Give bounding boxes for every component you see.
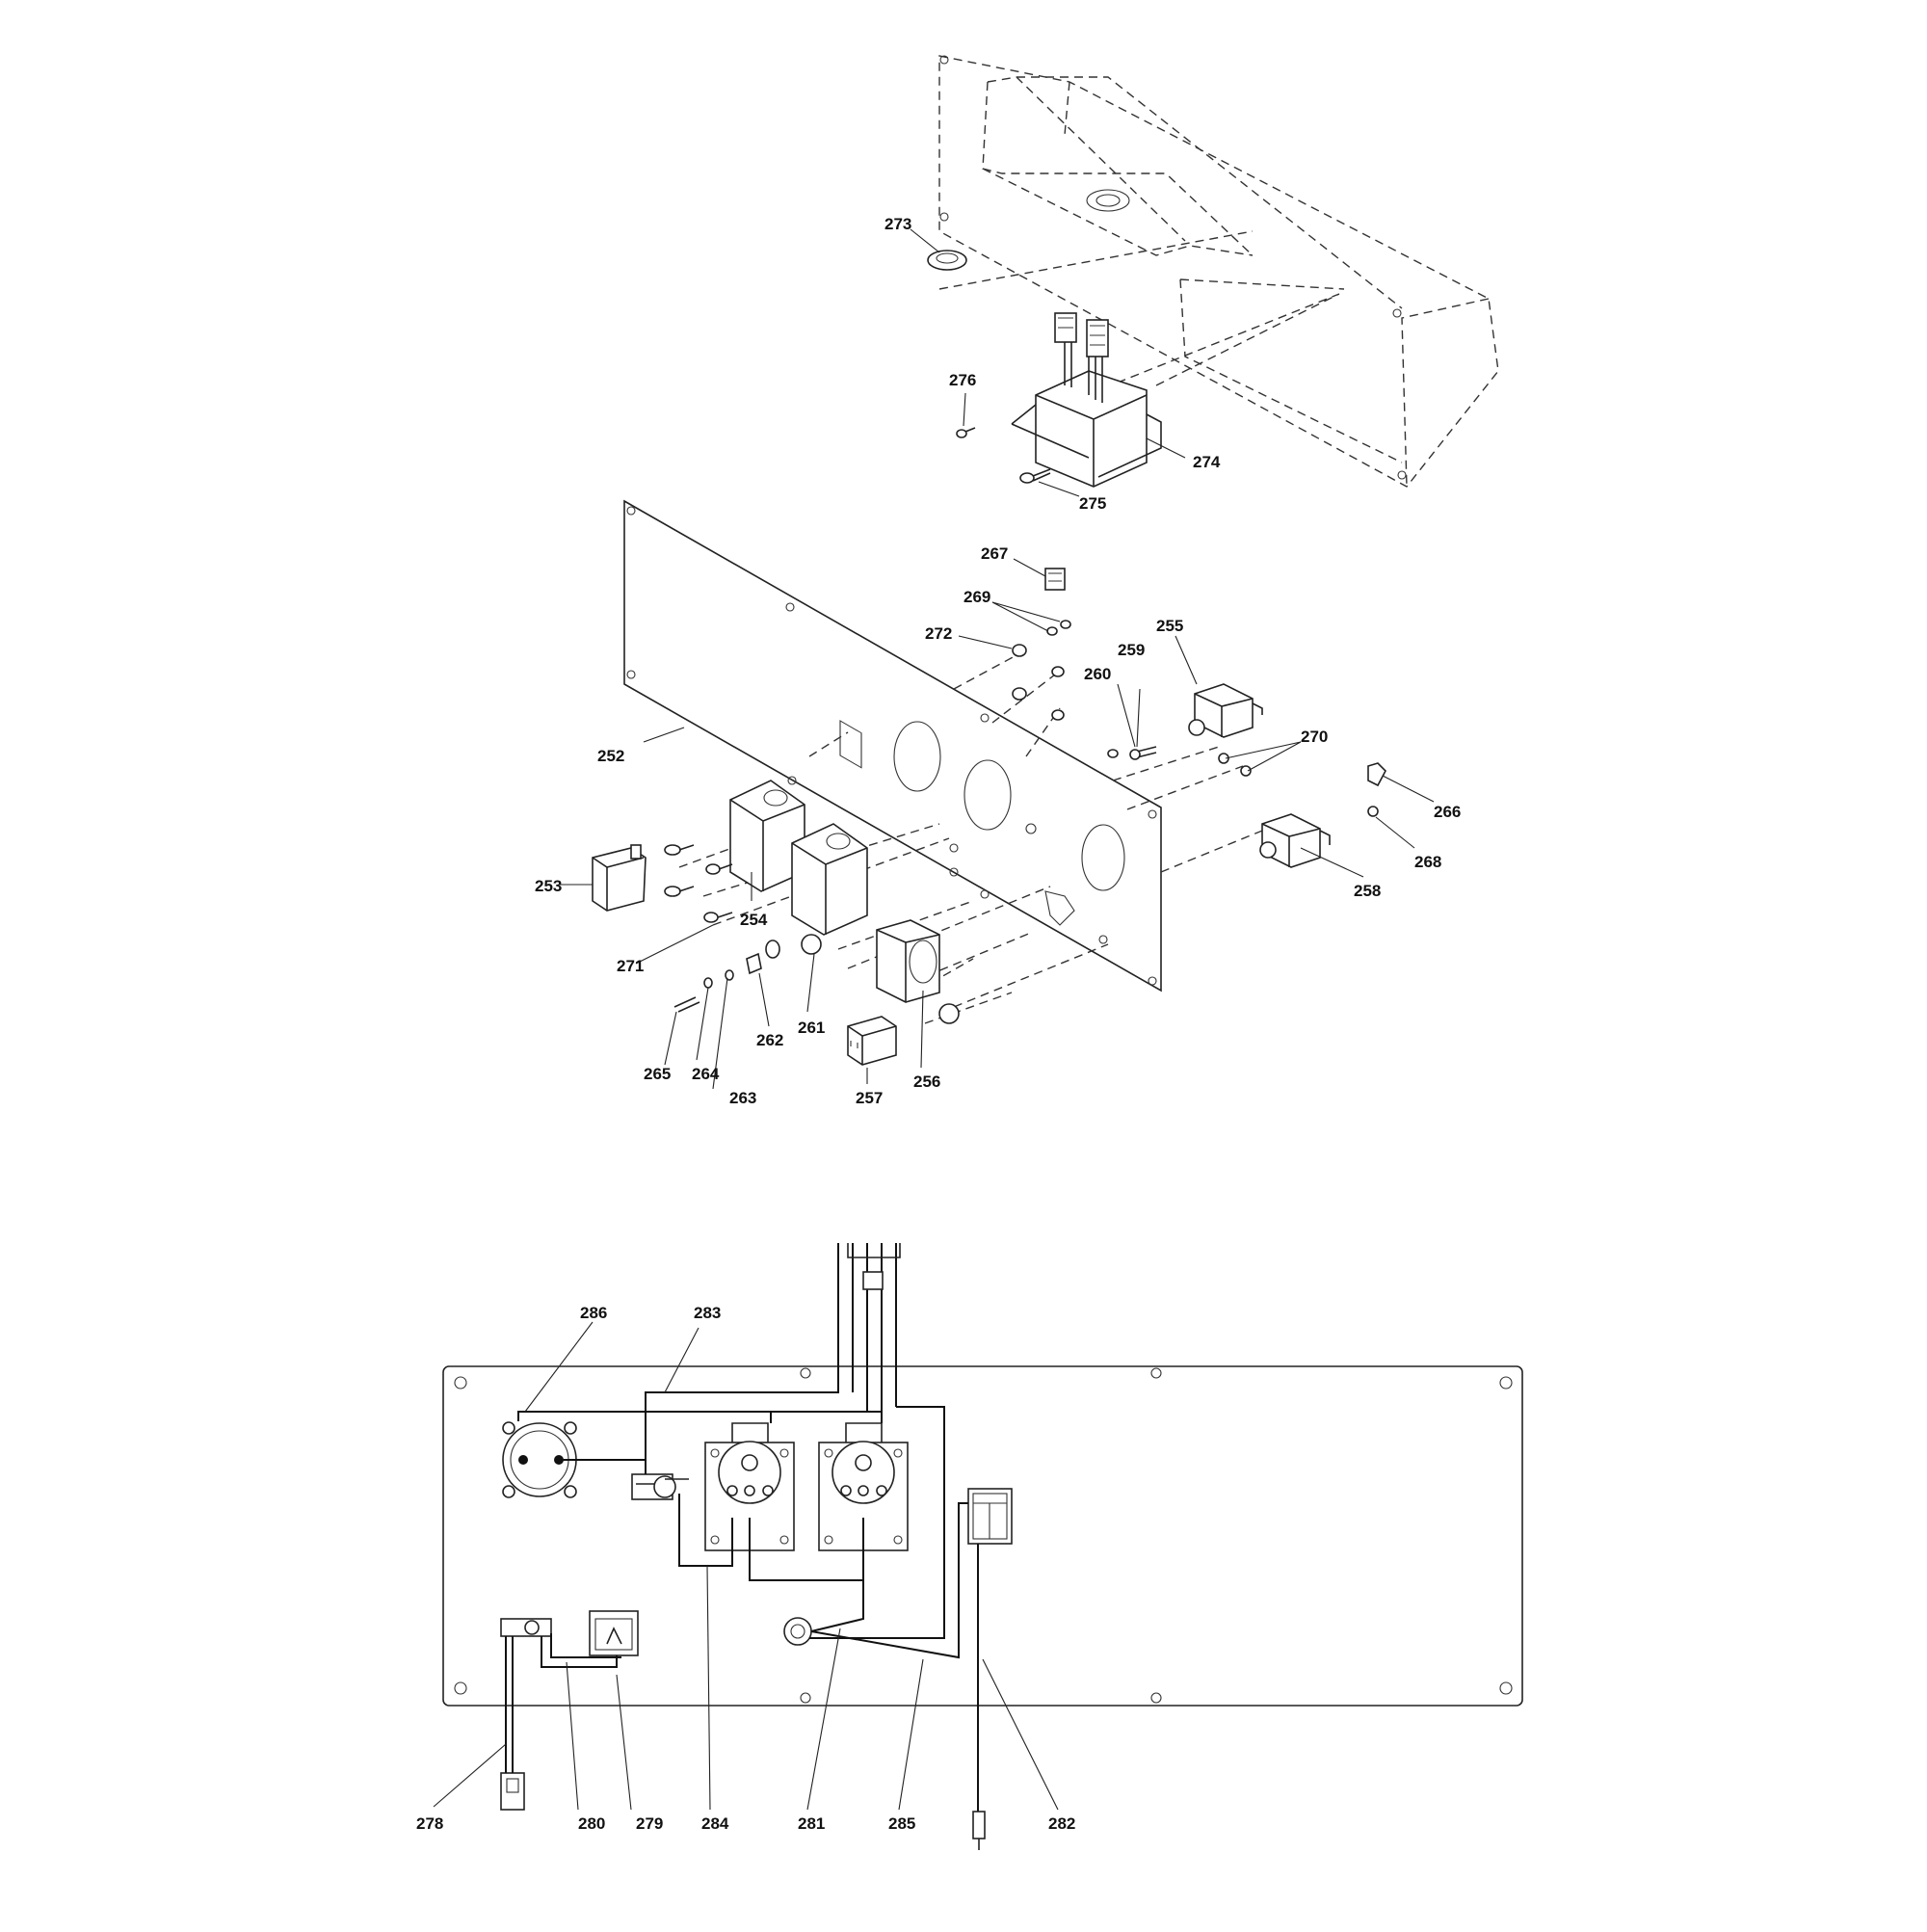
callout-270: 270 <box>1301 728 1328 746</box>
callout-260: 260 <box>1084 665 1111 683</box>
callout-265: 265 <box>644 1065 671 1083</box>
callout-279: 279 <box>636 1814 663 1833</box>
callout-268: 268 <box>1414 853 1441 871</box>
callout-282: 282 <box>1048 1814 1075 1833</box>
breaker-258 <box>1259 813 1331 868</box>
callout-269: 269 <box>964 588 990 606</box>
breaker-255 <box>1188 683 1263 738</box>
callout-259: 259 <box>1118 641 1145 659</box>
callout-284: 284 <box>701 1814 729 1833</box>
wiring <box>505 1243 986 1850</box>
rocker-switch-253 <box>592 844 647 912</box>
callout-263: 263 <box>729 1089 756 1107</box>
callout-267: 267 <box>981 544 1008 563</box>
callout-281: 281 <box>798 1814 825 1833</box>
meter-symbol <box>967 1488 1013 1545</box>
ground-stud <box>783 1617 812 1646</box>
wiring-panel <box>442 1365 1523 1707</box>
callout-258: 258 <box>1354 882 1381 900</box>
small-hardware-parts <box>664 568 1386 1024</box>
callout-252: 252 <box>597 747 624 765</box>
socket-254-b <box>791 823 868 936</box>
callout-276: 276 <box>949 371 976 389</box>
callout-280: 280 <box>578 1814 605 1833</box>
callout-262: 262 <box>756 1031 783 1049</box>
outlet-257 <box>847 1016 897 1066</box>
leader-lines <box>433 228 1435 1811</box>
callout-253: 253 <box>535 877 562 895</box>
breaker-symbol <box>631 1473 689 1500</box>
screw-276 <box>956 427 976 438</box>
callout-256: 256 <box>913 1072 940 1091</box>
screw-275 <box>1019 468 1051 484</box>
callout-278: 278 <box>416 1814 443 1833</box>
callout-255: 255 <box>1156 617 1183 635</box>
receptacle-286 <box>502 1421 577 1498</box>
callout-285: 285 <box>888 1814 915 1833</box>
callout-254: 254 <box>740 911 768 929</box>
callout-261: 261 <box>798 1019 825 1037</box>
hour-meter-256 <box>876 919 940 1003</box>
grommet-273 <box>927 250 967 271</box>
relay-box-274 <box>1011 312 1162 488</box>
callout-275: 275 <box>1079 494 1106 513</box>
bottom-left-components <box>500 1610 639 1811</box>
callout-264: 264 <box>692 1065 720 1083</box>
control-box-housing <box>938 55 1499 488</box>
callout-257: 257 <box>856 1089 883 1107</box>
callout-271: 271 <box>617 957 644 975</box>
callout-labels: 252 253 254 255 256 257 258 259 260 261 … <box>416 215 1461 1833</box>
callout-274: 274 <box>1193 453 1221 471</box>
callout-283: 283 <box>694 1304 721 1322</box>
callout-286: 286 <box>580 1304 607 1322</box>
callout-273: 273 <box>884 215 911 233</box>
front-panel-252 <box>623 499 1162 992</box>
callout-272: 272 <box>925 624 952 643</box>
callout-266: 266 <box>1434 803 1461 821</box>
